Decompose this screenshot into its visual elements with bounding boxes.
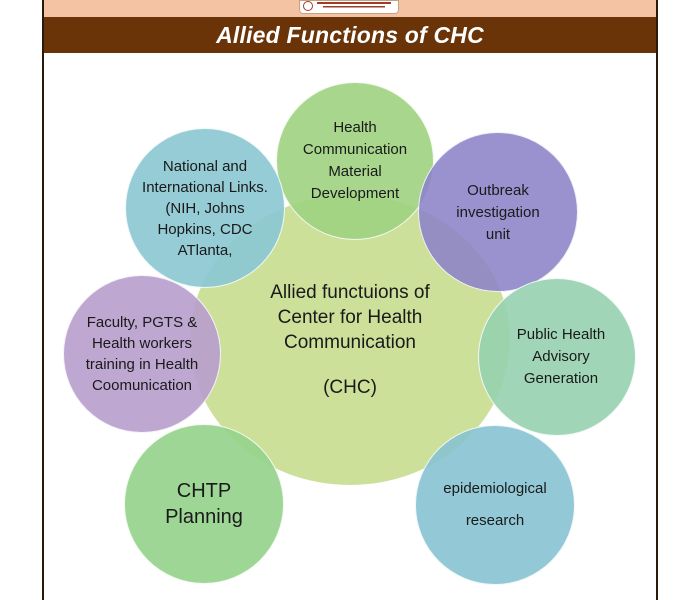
node-label: National and International Links. (NIH, …	[142, 157, 268, 259]
node-label: Public Health Advisory Generation	[516, 326, 606, 387]
node-national-international-links: National and International Links. (NIH, …	[125, 128, 285, 288]
center-sublabel: (CHC)	[323, 377, 377, 398]
university-logo	[299, 0, 399, 14]
logo-lettering-icon	[317, 2, 391, 8]
node-outbreak-investigation: Outbreak investigation unit	[418, 132, 578, 292]
node-label: CHTP Planning	[165, 480, 243, 528]
node-label: Outbreak investigation unit	[456, 182, 540, 243]
node-label: Health Communication Material Developmen…	[302, 119, 408, 202]
node-health-communication-material: Health Communication Material Developmen…	[276, 82, 434, 240]
node-label: Faculty, PGTS & Health workers training …	[85, 314, 199, 394]
node-faculty-training: Faculty, PGTS & Health workers training …	[63, 275, 221, 433]
node-public-health-advisory: Public Health Advisory Generation	[478, 278, 636, 436]
header-band	[44, 0, 656, 17]
center-label: Allied functuions of Center for Health C…	[270, 282, 430, 353]
node-chtp-planning: CHTP Planning	[124, 424, 284, 584]
slide-title: Allied Functions of CHC	[216, 21, 484, 48]
node-epidemiological-research: epidemiological research	[415, 425, 575, 585]
title-bar: Allied Functions of CHC	[44, 17, 656, 53]
node-label: epidemiological research	[443, 480, 547, 529]
logo-seal-icon	[303, 1, 313, 11]
